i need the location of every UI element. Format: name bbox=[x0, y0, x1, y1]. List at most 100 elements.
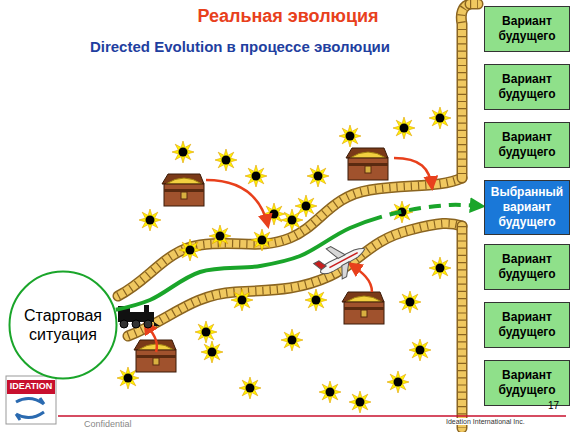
burst bbox=[429, 107, 451, 129]
bomb bbox=[436, 264, 445, 273]
future-box: Вариант будущего bbox=[484, 122, 570, 168]
burst bbox=[305, 289, 327, 311]
burst bbox=[307, 165, 329, 187]
bomb bbox=[238, 296, 247, 305]
bomb bbox=[394, 378, 403, 387]
bomb bbox=[436, 114, 445, 123]
red-arrow bbox=[350, 264, 372, 292]
brick-edge bbox=[457, 226, 468, 428]
bomb bbox=[346, 132, 355, 141]
brick-fill bbox=[128, 223, 462, 336]
logo-swirl bbox=[16, 398, 44, 420]
start-circle: Стартовая ситуация bbox=[8, 270, 118, 380]
red-arrow bbox=[206, 180, 268, 226]
bomb bbox=[216, 232, 225, 241]
bomb bbox=[179, 148, 188, 157]
bomb bbox=[288, 336, 297, 345]
burst bbox=[339, 125, 361, 147]
bomb bbox=[124, 374, 133, 383]
evolution-arrow bbox=[116, 205, 481, 310]
circle-outline bbox=[8, 270, 118, 380]
future-box: Вариант будущего bbox=[484, 64, 570, 110]
burst bbox=[409, 339, 431, 361]
burst bbox=[281, 329, 303, 351]
node-text: Вариант будущего bbox=[488, 14, 566, 44]
brick-fill bbox=[458, 226, 466, 428]
node-text: Вариант будущего bbox=[488, 252, 566, 282]
future-box: Вариант будущего bbox=[484, 244, 570, 290]
bomb bbox=[270, 210, 279, 219]
burst bbox=[251, 229, 273, 251]
bomb bbox=[208, 348, 217, 357]
brick-edge bbox=[461, 4, 470, 178]
node-text: Выбранный вариант будущего bbox=[488, 185, 566, 230]
bomb bbox=[302, 202, 311, 211]
brick-fill bbox=[461, 4, 470, 178]
future-box: Вариант будущего bbox=[484, 302, 570, 348]
brick-joints bbox=[470, 0, 478, 8]
brick-edge bbox=[118, 178, 462, 296]
burst bbox=[245, 165, 267, 187]
future-box: Вариант будущего bbox=[484, 6, 570, 52]
bomb bbox=[222, 156, 231, 165]
bomb bbox=[314, 172, 323, 181]
burst bbox=[215, 149, 237, 171]
confidential-note: Confidential bbox=[84, 419, 132, 429]
burst bbox=[172, 141, 194, 163]
treasure-chest bbox=[342, 292, 384, 324]
node-text: Вариант будущего bbox=[488, 72, 566, 102]
bomb bbox=[252, 172, 261, 181]
footer-rule bbox=[58, 415, 566, 417]
logo-frame bbox=[6, 376, 56, 424]
burst bbox=[195, 321, 217, 343]
brick-edge bbox=[470, 0, 478, 10]
bomb bbox=[258, 236, 267, 245]
bomb bbox=[246, 384, 255, 393]
page-number: 17 bbox=[548, 400, 559, 411]
red-arrow-group bbox=[145, 158, 432, 352]
bomb bbox=[400, 124, 409, 133]
copyright-note: Ideation International Inc. bbox=[446, 418, 525, 425]
bomb bbox=[146, 216, 155, 225]
burst bbox=[349, 391, 371, 413]
bomb bbox=[202, 328, 211, 337]
logo-bar bbox=[7, 380, 55, 394]
node-text: Вариант будущего bbox=[488, 310, 566, 340]
slide-subtitle: Directed Evolution в процессе эволюции bbox=[30, 38, 450, 55]
treasure-chest bbox=[162, 174, 204, 206]
brick-joints bbox=[118, 178, 462, 296]
bomb bbox=[326, 388, 335, 397]
airplane bbox=[310, 233, 372, 287]
burst bbox=[239, 377, 261, 399]
brick-fill bbox=[470, 0, 478, 8]
bomb bbox=[288, 216, 297, 225]
treasure-chest bbox=[134, 340, 176, 372]
bomb bbox=[416, 346, 425, 355]
bomb bbox=[406, 298, 415, 307]
red-arrow bbox=[394, 158, 432, 188]
burst bbox=[387, 371, 409, 393]
burst bbox=[139, 209, 161, 231]
brick-edge bbox=[128, 223, 462, 336]
burst bbox=[179, 239, 201, 261]
brick-joints bbox=[128, 223, 462, 336]
logo-text: IDEATION bbox=[8, 381, 54, 391]
burst bbox=[319, 381, 341, 403]
node-text: Вариант будущего bbox=[488, 368, 566, 398]
burst bbox=[429, 257, 451, 279]
bomb bbox=[186, 246, 195, 255]
node-text: Стартовая ситуация bbox=[22, 306, 104, 344]
burst bbox=[201, 341, 223, 363]
node-text: Вариант будущего bbox=[488, 130, 566, 160]
brick-joints bbox=[461, 4, 470, 178]
bomb bbox=[356, 398, 365, 407]
burst bbox=[295, 195, 317, 217]
future-box: Вариант будущего bbox=[484, 360, 570, 406]
treasure-chest bbox=[346, 148, 388, 180]
burst bbox=[393, 117, 415, 139]
burst bbox=[231, 289, 253, 311]
brick-road bbox=[118, 4, 478, 428]
brick-fill bbox=[118, 178, 462, 296]
bomb bbox=[312, 296, 321, 305]
